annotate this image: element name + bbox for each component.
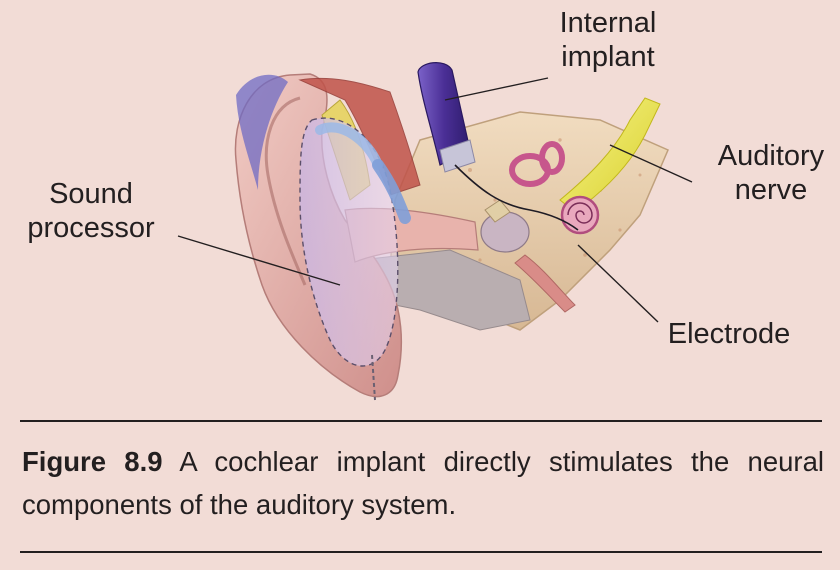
leader-lines (177, 77, 693, 323)
eustachian-tube (514, 254, 576, 313)
figure-number: Figure 8.9 (22, 446, 163, 477)
sound-processor (299, 117, 411, 401)
label-internal-implant: Internal implant (559, 7, 657, 73)
label-sound-processor: Sound processor (27, 178, 155, 244)
scalp-layers (298, 77, 421, 196)
caption-top-rule (20, 420, 822, 422)
ossicles (480, 199, 530, 253)
semicircular-canals (509, 141, 565, 187)
figure-caption: Figure 8.9 A cochlear implant directly s… (22, 440, 824, 526)
electrode-lead (454, 164, 579, 231)
internal-implant (417, 62, 476, 173)
auditory-nerve (559, 97, 661, 213)
cochlea (560, 195, 600, 235)
caption-text: A cochlear implant directly stimulates t… (22, 446, 824, 520)
ear-back-shading (236, 74, 288, 190)
label-electrode: Electrode (667, 318, 791, 350)
cochlear-implant-illustration (177, 62, 693, 401)
label-auditory-nerve: Auditory nerve (717, 140, 825, 206)
caption-bottom-rule (20, 551, 822, 553)
